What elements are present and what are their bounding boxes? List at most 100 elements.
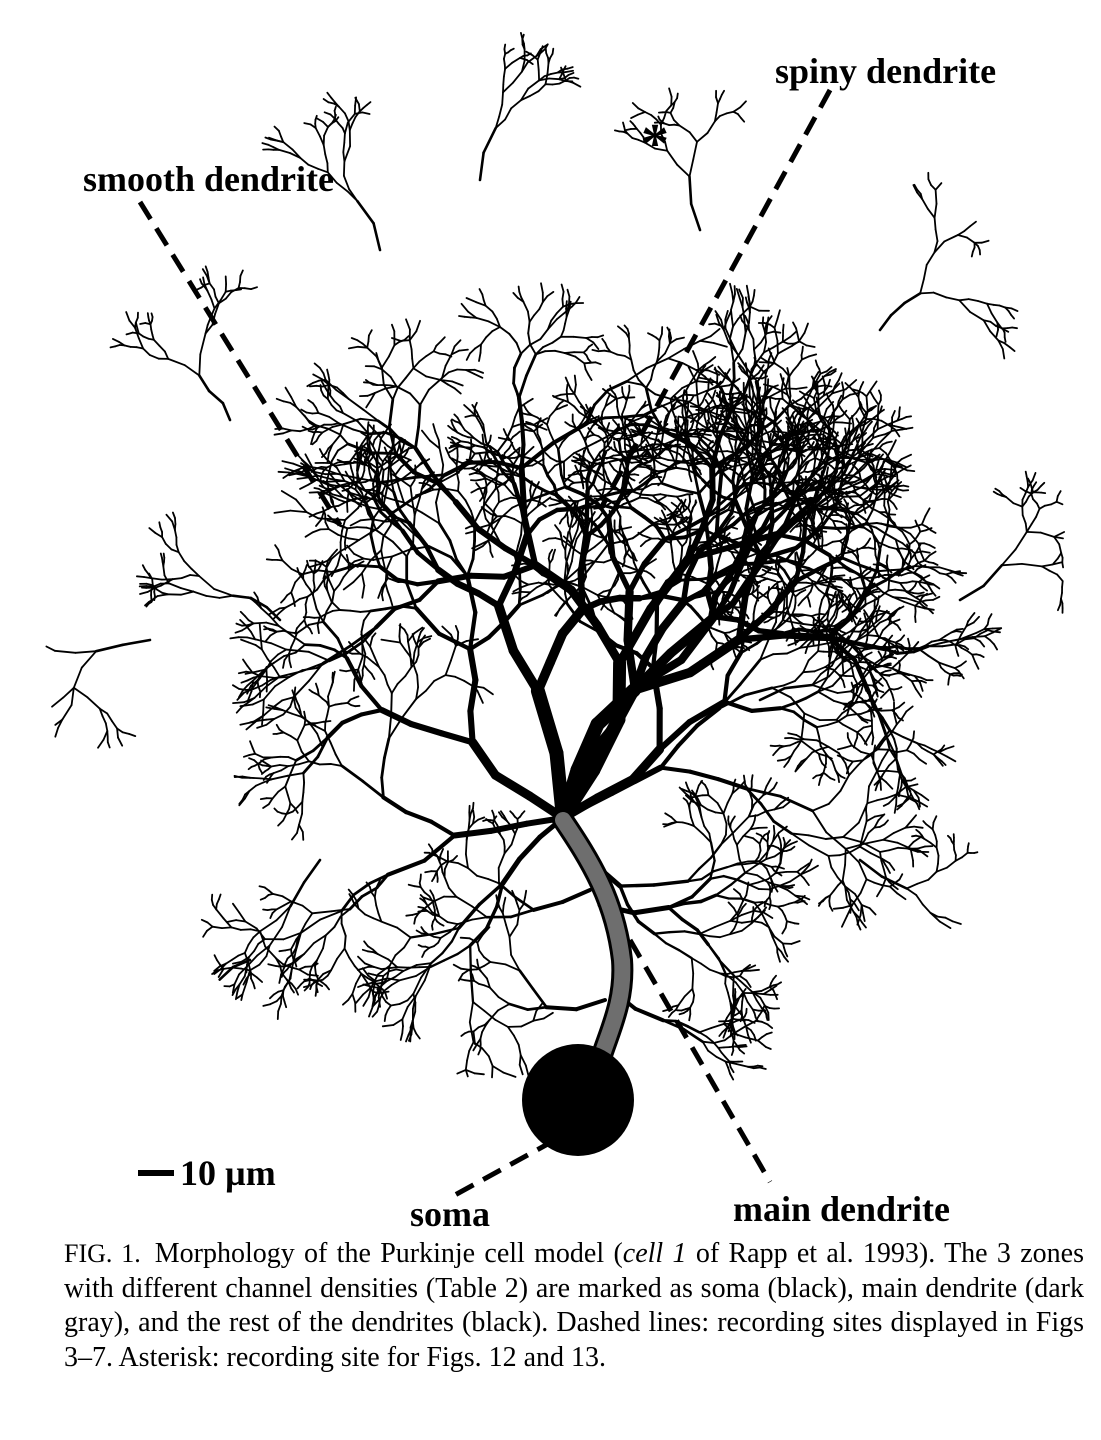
dendrite-branch-segment bbox=[371, 520, 378, 532]
dendrite-branch-segment bbox=[823, 434, 828, 442]
dendrite-branch-segment bbox=[447, 368, 459, 374]
dendrite-branch-segment bbox=[444, 353, 453, 367]
dendrite-branch-segment bbox=[319, 384, 323, 392]
dendrite-branch-segment bbox=[837, 403, 843, 412]
dendrite-branch-segment bbox=[667, 494, 678, 498]
dendrite-branch-segment bbox=[322, 468, 339, 475]
dendrite-branch-segment bbox=[817, 417, 825, 425]
dendrite-branch-segment bbox=[837, 463, 850, 470]
dendrite-branch-segment bbox=[233, 775, 244, 778]
dendrite-branch-segment bbox=[792, 364, 799, 372]
dendrite-branch-segment bbox=[851, 463, 858, 470]
dendrite-branch-segment bbox=[571, 420, 577, 429]
dendrite-branch-segment bbox=[816, 508, 823, 518]
dendrite-branch-segment bbox=[327, 578, 336, 592]
dendrite-branch-segment bbox=[698, 364, 707, 375]
dendrite-branch-segment bbox=[610, 458, 623, 463]
dendrite-branch-segment bbox=[412, 360, 421, 370]
dendrite-branch-segment bbox=[290, 581, 297, 594]
dendrite-branch-segment bbox=[546, 474, 556, 487]
dendrite-branch-segment bbox=[321, 426, 334, 434]
dendrite-branch-segment bbox=[547, 464, 556, 475]
dendrite-branch-segment bbox=[289, 696, 295, 708]
dendrite-branch-segment bbox=[380, 460, 384, 471]
dendrite-branch-segment bbox=[814, 533, 819, 539]
dendrite-branch-segment bbox=[367, 431, 388, 436]
dendrite-branch-segment bbox=[404, 367, 415, 380]
dendrite-branch-segment bbox=[894, 588, 903, 592]
dendrite-branch-segment bbox=[600, 410, 604, 420]
dendrite-branch-segment bbox=[745, 403, 750, 415]
dendrite-branch-segment bbox=[306, 381, 314, 388]
dendrite-branch-segment bbox=[737, 465, 747, 478]
dendrite-branch-segment bbox=[413, 505, 419, 517]
dendrite-branch-segment bbox=[885, 680, 891, 690]
dendrite-branch-segment bbox=[329, 483, 339, 487]
dendrite-branch-segment bbox=[892, 484, 898, 491]
dendrite-branch-segment bbox=[459, 440, 470, 444]
dendrite-branch-segment bbox=[781, 336, 792, 343]
dendrite-branch-segment bbox=[290, 639, 296, 648]
dendrite-branch-segment bbox=[642, 456, 651, 460]
dendrite-branch-segment bbox=[550, 497, 558, 502]
dendrite-branch-segment bbox=[643, 434, 652, 440]
dendrite-branch-segment bbox=[845, 509, 848, 519]
dendrite-branch-segment bbox=[637, 454, 643, 464]
dendrite-branch-segment bbox=[271, 755, 282, 759]
dendrite-branch-segment bbox=[277, 470, 290, 474]
dendrite-branch-segment bbox=[432, 344, 438, 353]
dendrite-branch-segment bbox=[613, 440, 616, 448]
dendrite-branch-segment bbox=[474, 401, 478, 408]
dendrite-branch-segment bbox=[359, 417, 380, 422]
dendrite-branch-segment bbox=[546, 290, 555, 298]
dendrite-branch-segment bbox=[749, 368, 753, 380]
dendrite-branch-segment bbox=[677, 415, 685, 419]
dendrite-branch-segment bbox=[669, 338, 678, 345]
dendrite-branch-segment bbox=[782, 323, 785, 332]
dendrite-branch-segment bbox=[831, 583, 840, 592]
dendrite-branch-segment bbox=[361, 432, 370, 445]
dendrite-branch-segment bbox=[806, 414, 814, 422]
dendrite-branch-segment bbox=[763, 330, 767, 343]
dendrite-branch-segment bbox=[308, 421, 319, 429]
dendrite-branch-segment bbox=[770, 424, 777, 433]
dendrite-branch-segment bbox=[753, 341, 762, 351]
dendrite-branch-segment bbox=[372, 502, 385, 520]
dendrite-branch-segment bbox=[837, 394, 843, 403]
dendrite-branch-segment bbox=[937, 661, 948, 667]
dendrite-branch-segment bbox=[732, 605, 740, 612]
dendrite-branch-segment bbox=[893, 465, 902, 469]
dendrite-branch-segment bbox=[860, 418, 867, 437]
dendrite-branch-segment bbox=[527, 332, 532, 346]
dendrite-branch-segment bbox=[889, 640, 897, 644]
dendrite-branch-segment bbox=[311, 736, 330, 753]
dendrite-branch-segment bbox=[850, 455, 860, 472]
dendrite-branch-segment bbox=[690, 419, 695, 429]
dendrite-branch-segment bbox=[390, 514, 405, 533]
dendrite-branch-segment bbox=[766, 378, 770, 390]
dendrite-branch-segment bbox=[870, 507, 881, 513]
dendrite-branch-segment bbox=[776, 309, 781, 321]
dendrite-branch-segment bbox=[901, 673, 913, 682]
dendrite-branch-segment bbox=[238, 688, 247, 691]
dendrite-branch-segment bbox=[648, 446, 657, 451]
dendrite-branch-segment bbox=[562, 322, 566, 332]
dendrite-branch-segment bbox=[320, 562, 328, 568]
dendrite-branch-segment bbox=[284, 772, 292, 788]
dendrite-branch-segment bbox=[317, 517, 333, 521]
dendrite-branch-segment bbox=[660, 482, 682, 491]
dendrite-branch-segment bbox=[878, 775, 887, 783]
dendrite-branch-segment bbox=[238, 798, 244, 805]
dendrite-branch-segment bbox=[281, 696, 295, 702]
dendrite-branch-segment bbox=[803, 322, 809, 334]
dendrite-branch-segment bbox=[816, 443, 819, 453]
dendrite-branch-segment bbox=[828, 429, 834, 441]
dendrite-branch-segment bbox=[313, 470, 327, 476]
dendrite-branch-segment bbox=[366, 668, 373, 675]
dendrite-branch-segment bbox=[450, 419, 454, 426]
dendrite-branch-segment bbox=[728, 377, 736, 396]
dendrite-branch-segment bbox=[623, 431, 631, 444]
dendrite-branch-segment bbox=[458, 445, 466, 449]
dendrite-branch-segment bbox=[477, 463, 490, 467]
dendrite-branch-segment bbox=[724, 327, 732, 342]
